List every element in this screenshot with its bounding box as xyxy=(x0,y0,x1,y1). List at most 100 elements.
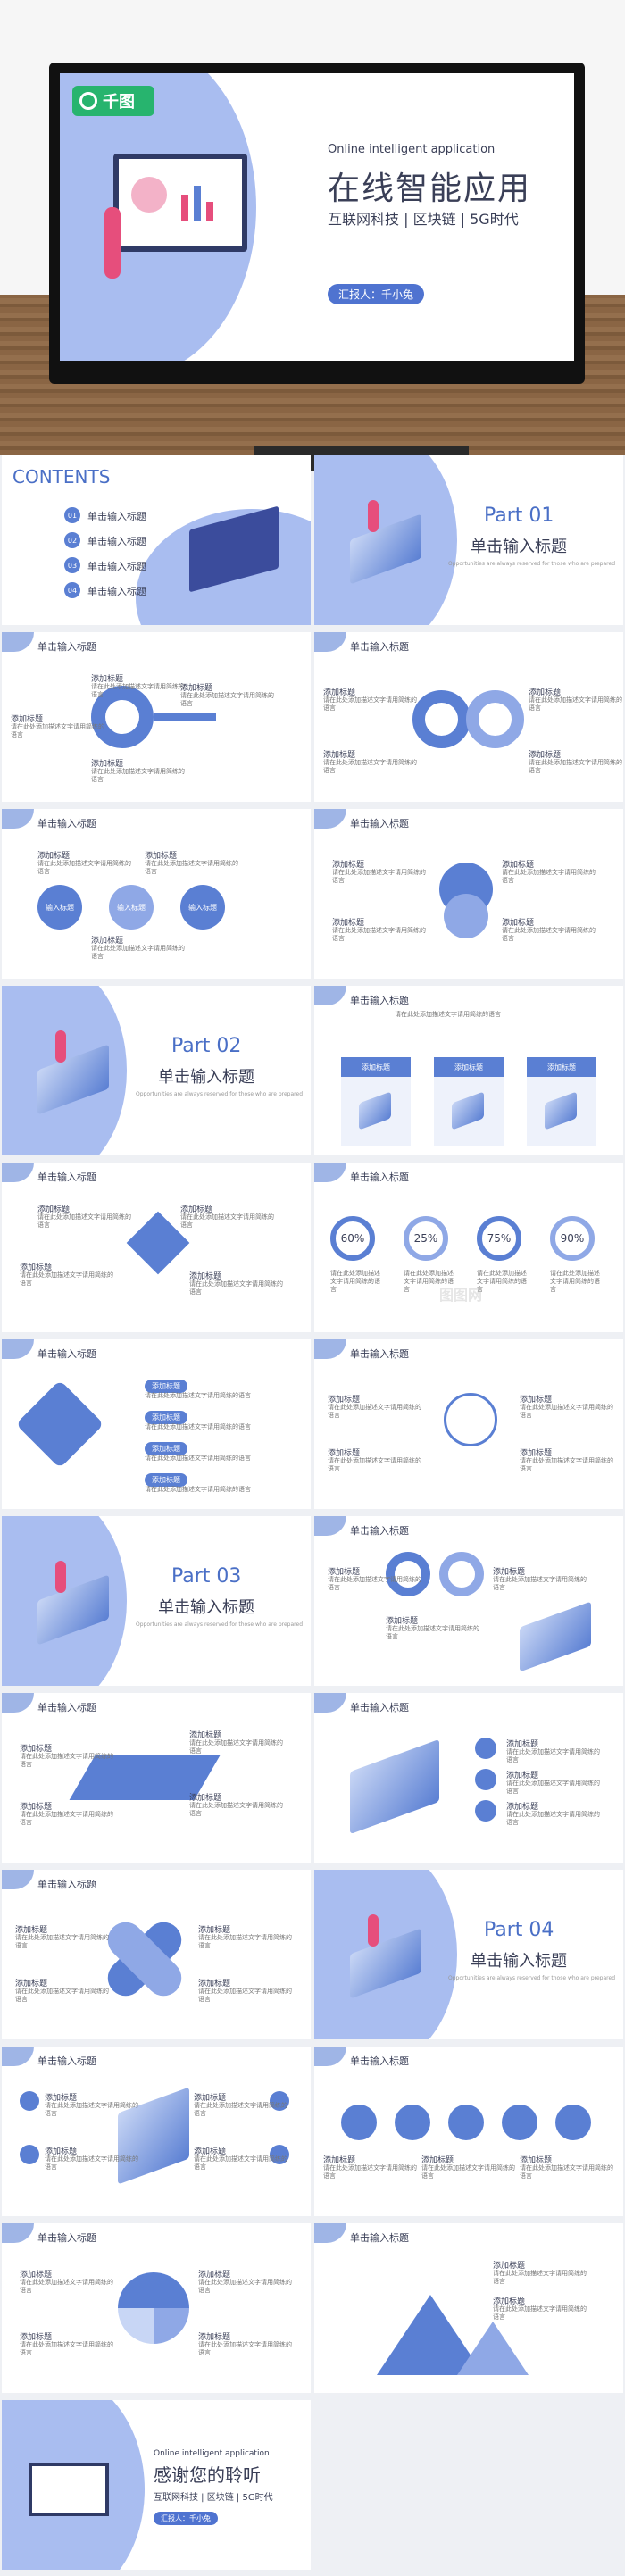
closing-subtitle-en: Online intelligent application xyxy=(154,2449,270,2458)
slide-icon-list[interactable]: 单击输入标题添加标题请在此处添加描述文字请用简练的语言添加标题请在此处添加描述文… xyxy=(314,1693,623,1863)
add-text: 请在此处添加描述文字请用简练的语言 xyxy=(493,1576,587,1591)
hexagon-icon xyxy=(20,2091,39,2111)
add-title-label: 添加标题 xyxy=(520,2156,553,2165)
slide-title: 单击输入标题 xyxy=(38,1348,96,1360)
add-title-label: 添加标题 xyxy=(45,2147,78,2156)
slide-title: 单击输入标题 xyxy=(38,2055,96,2067)
add-title-label: 添加标题 xyxy=(506,1803,539,1812)
slide-puzzle[interactable]: 单击输入标题添加标题请在此处添加描述文字请用简练的语言添加标题请在此处添加描述文… xyxy=(2,1339,311,1509)
add-title-label: 添加标题 xyxy=(38,852,71,861)
slide-hexagon-icons[interactable]: 单击输入标题添加标题请在此处添加描述文字请用简练的语言添加标题请在此处添加描述文… xyxy=(2,2047,311,2216)
add-text: 请在此处添加描述文字请用简练的语言 xyxy=(493,2270,587,2285)
add-text: 请在此处添加描述文字请用简练的语言 xyxy=(189,1802,283,1817)
slide-hexagon-hub[interactable]: 单击输入标题添加标题请在此处添加描述文字请用简练的语言添加标题请在此处添加描述文… xyxy=(314,1339,623,1509)
slide-pie-segments[interactable]: 单击输入标题添加标题请在此处添加描述文字请用简练的语言添加标题请在此处添加描述文… xyxy=(2,2223,311,2393)
puzzle-shape xyxy=(15,1380,104,1469)
slide-title: 单击输入标题 xyxy=(350,2232,409,2244)
title-corner-decor xyxy=(2,1339,34,1359)
cover-slide[interactable]: 千图 Online intelligent application 在线智能应用… xyxy=(60,73,574,361)
input-title-circle[interactable]: 输入标题 xyxy=(109,885,154,930)
contents-item-number: 03 xyxy=(64,557,80,573)
add-text: 请在此处添加描述文字请用简练的语言 xyxy=(328,1457,421,1472)
part-title: 单击输入标题 xyxy=(158,1598,254,1617)
add-text: 请在此处添加描述文字请用简练的语言 xyxy=(91,768,185,783)
add-text: 请在此处添加描述文字请用简练的语言 xyxy=(38,860,131,875)
slide-parallelogram[interactable]: 单击输入标题添加标题请在此处添加描述文字请用简练的语言添加标题请在此处添加描述文… xyxy=(2,1693,311,1863)
slide-three-cards[interactable]: 单击输入标题请在此处添加描述文字请用简练的语言添加标题添加标题添加标题 xyxy=(314,986,623,1155)
slide-infinity-cycle[interactable]: 单击输入标题添加标题请在此处添加描述文字请用简练的语言添加标题请在此处添加描述文… xyxy=(314,632,623,802)
add-title-label: 添加标题 xyxy=(180,1205,213,1214)
info-card[interactable]: 添加标题 xyxy=(434,1057,504,1146)
add-title-label: 添加标题 xyxy=(421,2156,454,2165)
pill-text: 请在此处添加描述文字请用简练的语言 xyxy=(145,1455,251,1462)
add-text: 请在此处添加描述文字请用简练的语言 xyxy=(20,2341,113,2356)
add-title-label: 添加标题 xyxy=(328,1449,361,1458)
slide-cycle-illustration[interactable]: 单击输入标题添加标题请在此处添加描述文字请用简练的语言添加标题请在此处添加描述文… xyxy=(314,1516,623,1686)
add-title-label: 添加标题 xyxy=(11,715,44,724)
closing-reporter: 汇报人：千小兔 xyxy=(154,2512,218,2525)
add-title-pill: 添加标题 xyxy=(145,1411,188,1424)
add-title-label: 添加标题 xyxy=(91,760,124,769)
card-header: 添加标题 xyxy=(434,1057,504,1077)
card-illustration xyxy=(452,1091,484,1130)
slide-icon-row[interactable]: 单击输入标题添加标题请在此处添加描述文字请用简练的语言添加标题请在此处添加描述文… xyxy=(314,2047,623,2216)
slide-three-circles[interactable]: 单击输入标题输入标题输入标题输入标题添加标题请在此处添加描述文字请用简练的语言添… xyxy=(2,809,311,979)
input-title-circle[interactable]: 输入标题 xyxy=(180,885,225,930)
add-title-label: 添加标题 xyxy=(189,1794,222,1803)
add-title-label: 添加标题 xyxy=(520,1449,553,1458)
add-title-pill: 添加标题 xyxy=(145,1380,188,1393)
add-text: 请在此处添加描述文字请用简练的语言 xyxy=(20,2279,113,2294)
add-title-label: 添加标题 xyxy=(194,2094,227,2103)
add-text: 请在此处添加描述文字请用简练的语言 xyxy=(520,1404,613,1419)
hexagon-icon xyxy=(270,2091,289,2111)
add-title-label: 添加标题 xyxy=(493,2297,526,2306)
add-text: 请在此处添加描述文字请用简练的语言 xyxy=(421,2164,515,2180)
slide-title: 单击输入标题 xyxy=(350,641,409,653)
add-title-label: 添加标题 xyxy=(502,861,535,870)
slide-title: 单击输入标题 xyxy=(350,1525,409,1537)
add-title-label: 添加标题 xyxy=(198,2333,231,2342)
add-title-label: 添加标题 xyxy=(15,1980,48,1988)
title-corner-decor xyxy=(314,1163,346,1182)
add-title-label: 添加标题 xyxy=(91,937,124,946)
info-card[interactable]: 添加标题 xyxy=(341,1057,411,1146)
add-text: 请在此处添加描述文字请用简练的语言 xyxy=(198,2279,292,2294)
add-title-label: 添加标题 xyxy=(20,2271,53,2280)
title-corner-decor xyxy=(314,1693,346,1713)
slide-x-shape[interactable]: 单击输入标题添加标题请在此处添加描述文字请用简练的语言添加标题请在此处添加描述文… xyxy=(2,1870,311,2039)
hexagon-icon xyxy=(20,2145,39,2164)
slide-title: 单击输入标题 xyxy=(350,1348,409,1360)
slide-ring-timeline[interactable]: 单击输入标题添加标题请在此处添加描述文字请用简练的语言添加标题请在此处添加描述文… xyxy=(2,632,311,802)
closing-title: 感谢您的聆听 xyxy=(154,2464,261,2486)
contents-item-label: 单击输入标题 xyxy=(88,586,146,597)
add-text: 请在此处添加描述文字请用简练的语言 xyxy=(15,1988,109,2003)
add-title-label: 添加标题 xyxy=(20,2333,53,2342)
add-title-label: 添加标题 xyxy=(180,684,213,693)
illustration-person xyxy=(55,1030,66,1063)
contents-heading: CONTENTS xyxy=(12,466,111,488)
slide-mountains[interactable]: 单击输入标题添加标题请在此处添加描述文字请用简练的语言添加标题请在此处添加描述文… xyxy=(314,2223,623,2393)
add-title-label: 添加标题 xyxy=(198,1980,231,1988)
contents-item-label: 单击输入标题 xyxy=(88,536,146,547)
add-text: 请在此处添加描述文字请用简练的语言 xyxy=(20,1753,113,1768)
slide-diamond-grid[interactable]: 单击输入标题添加标题请在此处添加描述文字请用简练的语言添加标题请在此处添加描述文… xyxy=(2,1163,311,1332)
add-text: 请在此处添加描述文字请用简练的语言 xyxy=(332,927,426,942)
add-title-label: 添加标题 xyxy=(45,2094,78,2103)
brand-logo: 千图 xyxy=(72,86,154,116)
slide-overlap-circles[interactable]: 单击输入标题添加标题请在此处添加描述文字请用简练的语言添加标题请在此处添加描述文… xyxy=(314,809,623,979)
add-text: 请在此处添加描述文字请用简练的语言 xyxy=(20,1271,113,1287)
part-fine-print: Opportunities are always reserved for th… xyxy=(448,561,615,567)
info-card[interactable]: 添加标题 xyxy=(527,1057,596,1146)
slide-title: 单击输入标题 xyxy=(350,818,409,829)
percent-caption: 请在此处添加描述文字请用简练的语言 xyxy=(330,1270,380,1293)
illustration-laptop xyxy=(29,2463,109,2516)
part-number: Part 01 xyxy=(484,504,554,527)
input-title-circle[interactable]: 输入标题 xyxy=(38,885,82,930)
